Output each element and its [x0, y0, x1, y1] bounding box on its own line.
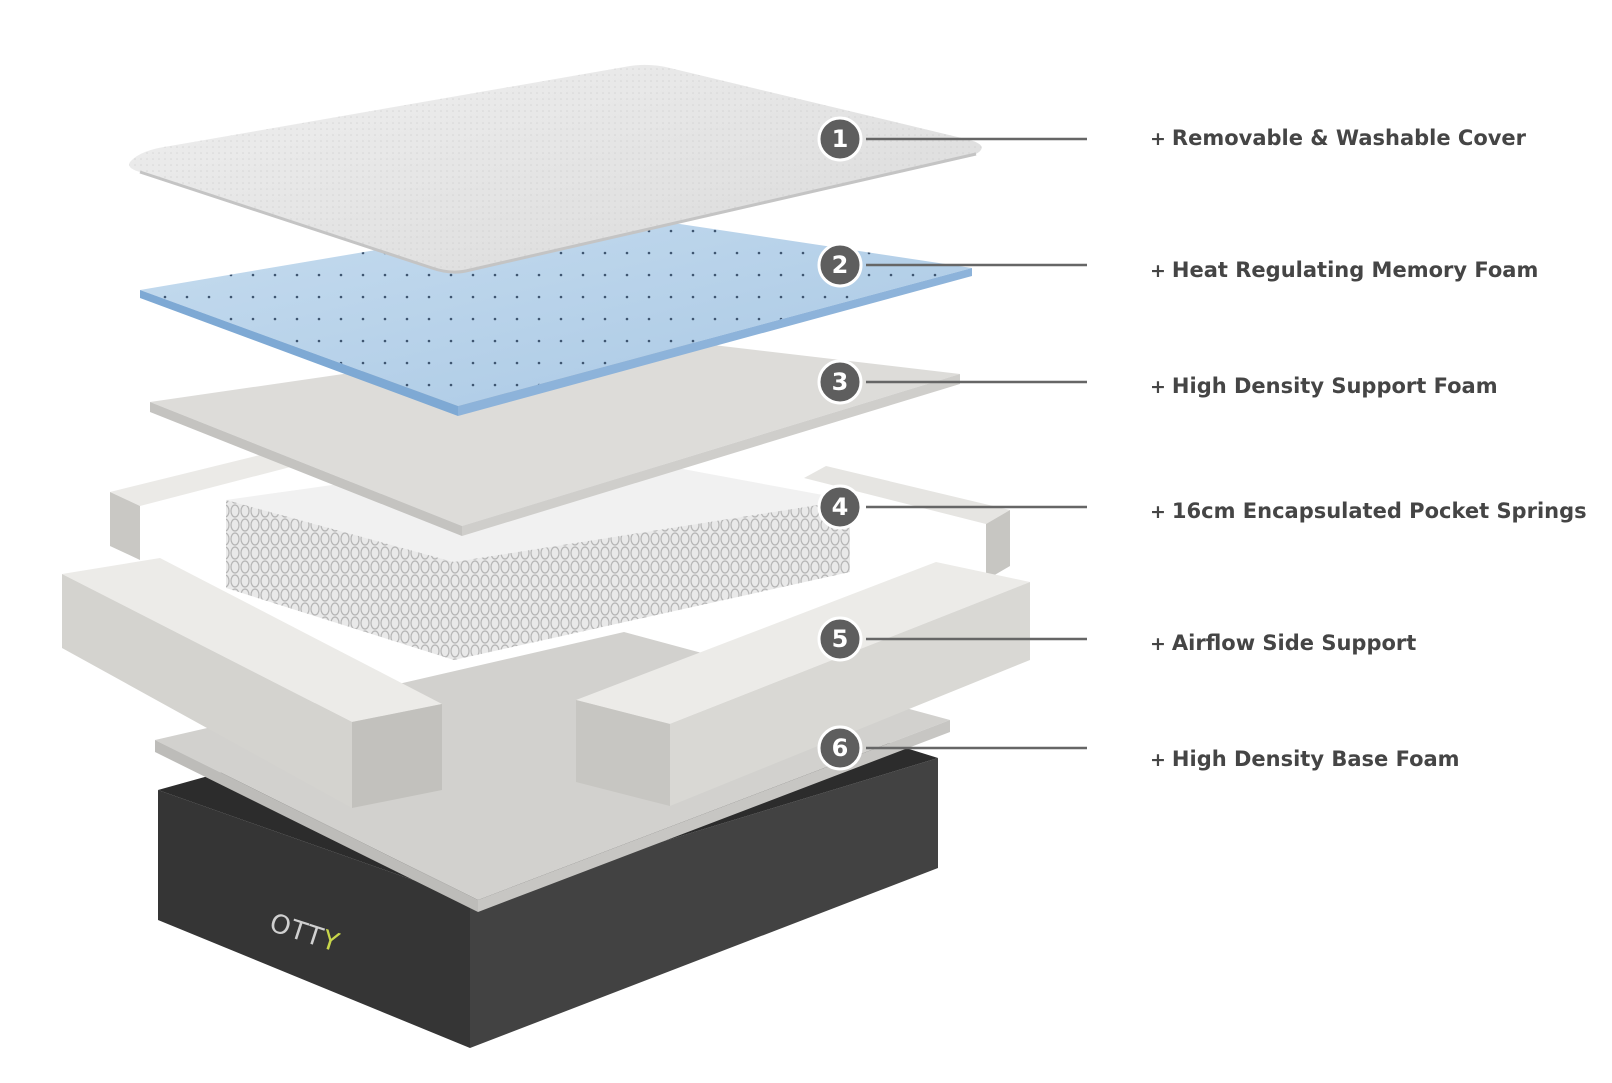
plus-icon: + [1150, 260, 1166, 282]
layer-label-3: +High Density Support Foam [1150, 373, 1498, 400]
plus-icon: + [1150, 376, 1166, 398]
layer-badges: 1 2 3 4 5 6 [817, 116, 863, 771]
layer-label-1: +Removable & Washable Cover [1150, 125, 1526, 152]
layer-badge-number: 1 [832, 125, 849, 153]
layer-label-text: Removable & Washable Cover [1171, 126, 1527, 150]
plus-icon: + [1150, 749, 1166, 771]
layer-badge-1: 1 [817, 116, 863, 162]
layer-label-text: Heat Regulating Memory Foam [1171, 258, 1539, 282]
layer-label-text: 16cm Encapsulated Pocket Springs [1171, 499, 1587, 523]
layer-badge-6: 6 [817, 725, 863, 771]
layer-label-6: +High Density Base Foam [1150, 746, 1460, 773]
layer-badge-3: 3 [817, 359, 863, 405]
plus-icon: + [1150, 128, 1166, 150]
layer-label-text: Airflow Side Support [1171, 631, 1417, 655]
layer-1-cover [129, 64, 982, 274]
layer-label-4: +16cm Encapsulated Pocket Springs [1150, 498, 1587, 525]
layer-badge-number: 4 [832, 493, 849, 521]
plus-icon: + [1150, 501, 1166, 523]
layer-badge-4: 4 [817, 484, 863, 530]
layer-label-text: High Density Base Foam [1171, 747, 1460, 771]
layer-label-2: +Heat Regulating Memory Foam [1150, 257, 1538, 284]
base-box-front-right [470, 758, 938, 1048]
layer-badge-number: 5 [832, 625, 849, 653]
leader-lines [866, 137, 1087, 750]
layer-badge-2: 2 [817, 242, 863, 288]
layer-label-5: +Airflow Side Support [1150, 630, 1416, 657]
layer-badge-number: 2 [832, 251, 849, 279]
layer-badge-5: 5 [817, 616, 863, 662]
layer-label-text: High Density Support Foam [1171, 374, 1498, 398]
base-box-front-left [158, 790, 470, 1048]
layer-2-memory-foam [140, 212, 972, 416]
layer-badge-number: 6 [832, 734, 849, 762]
layer-badge-number: 3 [832, 368, 849, 396]
layer-3-support-foam [150, 334, 960, 536]
plus-icon: + [1150, 633, 1166, 655]
